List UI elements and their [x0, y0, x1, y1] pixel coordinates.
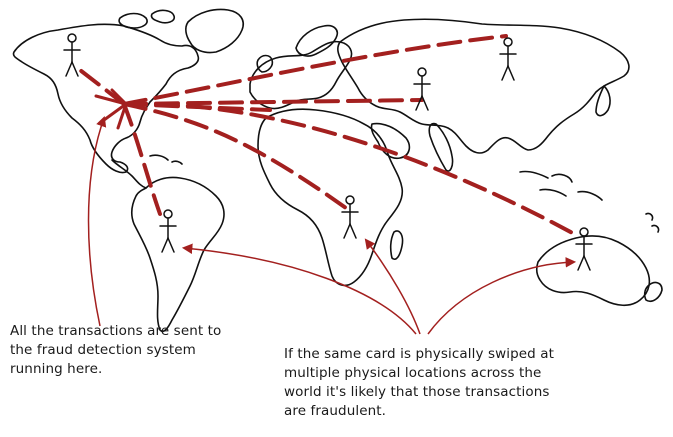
- arrow-to-africa: [364, 238, 421, 335]
- caribbean-islands-outline: [149, 154, 183, 165]
- arrow-to-australia: [427, 257, 577, 335]
- south-america-outline: [131, 176, 225, 333]
- new-zealand-outline: [643, 281, 663, 303]
- stick-figure-icon: [413, 67, 431, 111]
- arrow-to-south-america: [181, 243, 417, 335]
- north-america-outline: [12, 23, 200, 174]
- annotation-fraud-explanation: If the same card is physically swiped at…: [284, 346, 554, 419]
- line-to-australia-person: [122, 101, 580, 238]
- africa-outline: [257, 108, 404, 287]
- stick-figure-icon: [499, 37, 517, 81]
- stick-figure-icon: [63, 33, 81, 77]
- madagascar-outline: [389, 230, 404, 261]
- india-outline: [428, 122, 454, 172]
- detection-system-hub-icon: [94, 88, 128, 130]
- scandinavia-outline: [295, 24, 339, 57]
- central-america-outline: [111, 159, 147, 189]
- japan-outline: [595, 85, 611, 117]
- greenland-outline: [185, 8, 244, 54]
- australia-outline: [535, 235, 651, 307]
- annotation-detection-system: All the transactions are sent to the fra…: [10, 323, 222, 377]
- transaction-lines: [78, 34, 580, 238]
- arabia-outline: [370, 122, 411, 160]
- line-to-africa-person: [122, 102, 348, 210]
- asia-outline: [337, 18, 630, 154]
- line-to-south-america-person: [122, 102, 162, 216]
- arctic-islands-outline: [118, 9, 176, 29]
- europe-outline: [249, 40, 353, 110]
- continent-outlines: [12, 8, 663, 333]
- line-to-asia-person: [122, 34, 508, 106]
- arrow-to-hub: [87, 116, 107, 327]
- annotation-arrows: [87, 116, 577, 335]
- stick-figure-icon: [341, 195, 359, 239]
- uk-outline: [256, 54, 274, 73]
- stick-figures: [63, 33, 593, 271]
- pacific-islands-outline: [645, 212, 660, 233]
- stick-figure-icon: [159, 209, 177, 253]
- southeast-asia-islands-outline: [519, 170, 603, 201]
- stick-figure-icon: [575, 227, 593, 271]
- line-to-north-america-person: [78, 68, 126, 106]
